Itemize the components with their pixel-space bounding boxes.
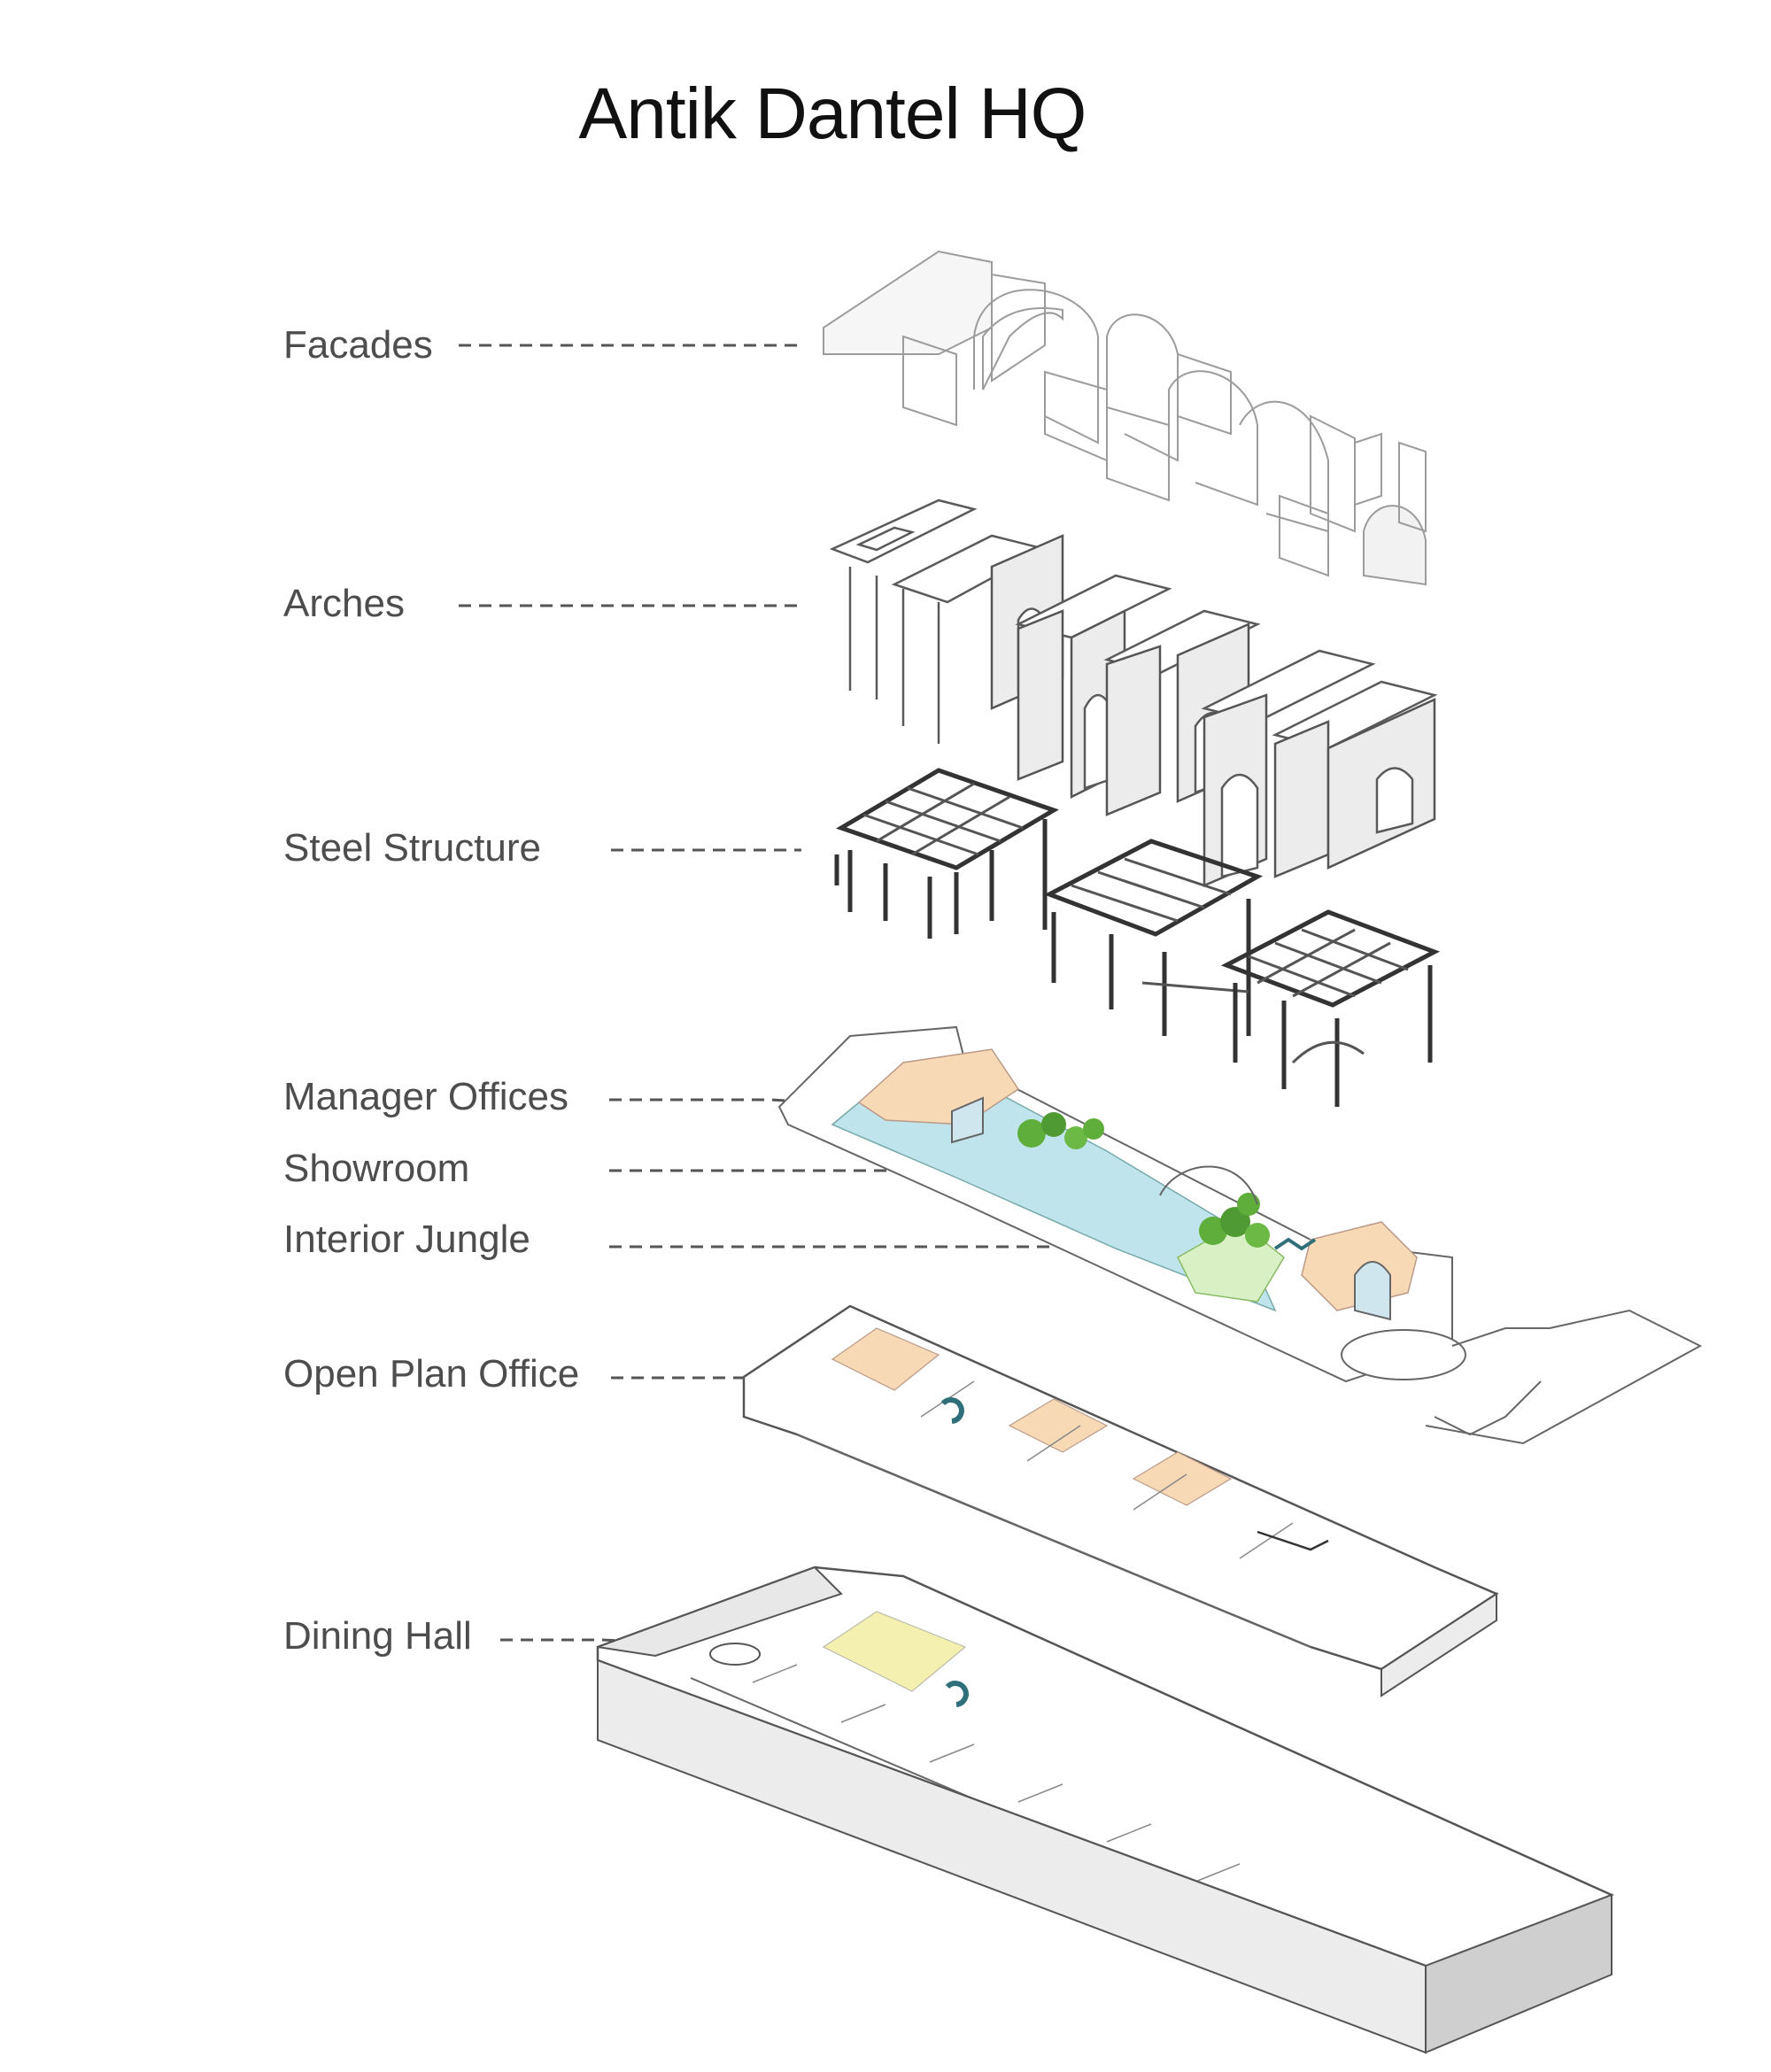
diagram-title: Antik Dantel HQ	[578, 73, 1087, 154]
arches-layer	[829, 499, 1438, 887]
steel-structure-layer	[834, 768, 1441, 1107]
facades-layer	[823, 250, 1427, 586]
open-plan-office-layer	[742, 1304, 1499, 1697]
label-dining-hall: Dining Hall	[283, 1614, 472, 1658]
label-arches: Arches	[283, 582, 405, 625]
label-facades: Facades	[283, 323, 433, 367]
label-manager-offices: Manager Offices	[283, 1075, 569, 1118]
label-steel-structure: Steel Structure	[283, 826, 542, 870]
label-open-plan-office: Open Plan Office	[283, 1352, 580, 1396]
label-showroom: Showroom	[283, 1147, 470, 1190]
ground-floor-layer	[777, 1025, 1703, 1445]
label-interior-jungle: Interior Jungle	[283, 1218, 530, 1261]
dining-hall-layer	[596, 1566, 1614, 2054]
